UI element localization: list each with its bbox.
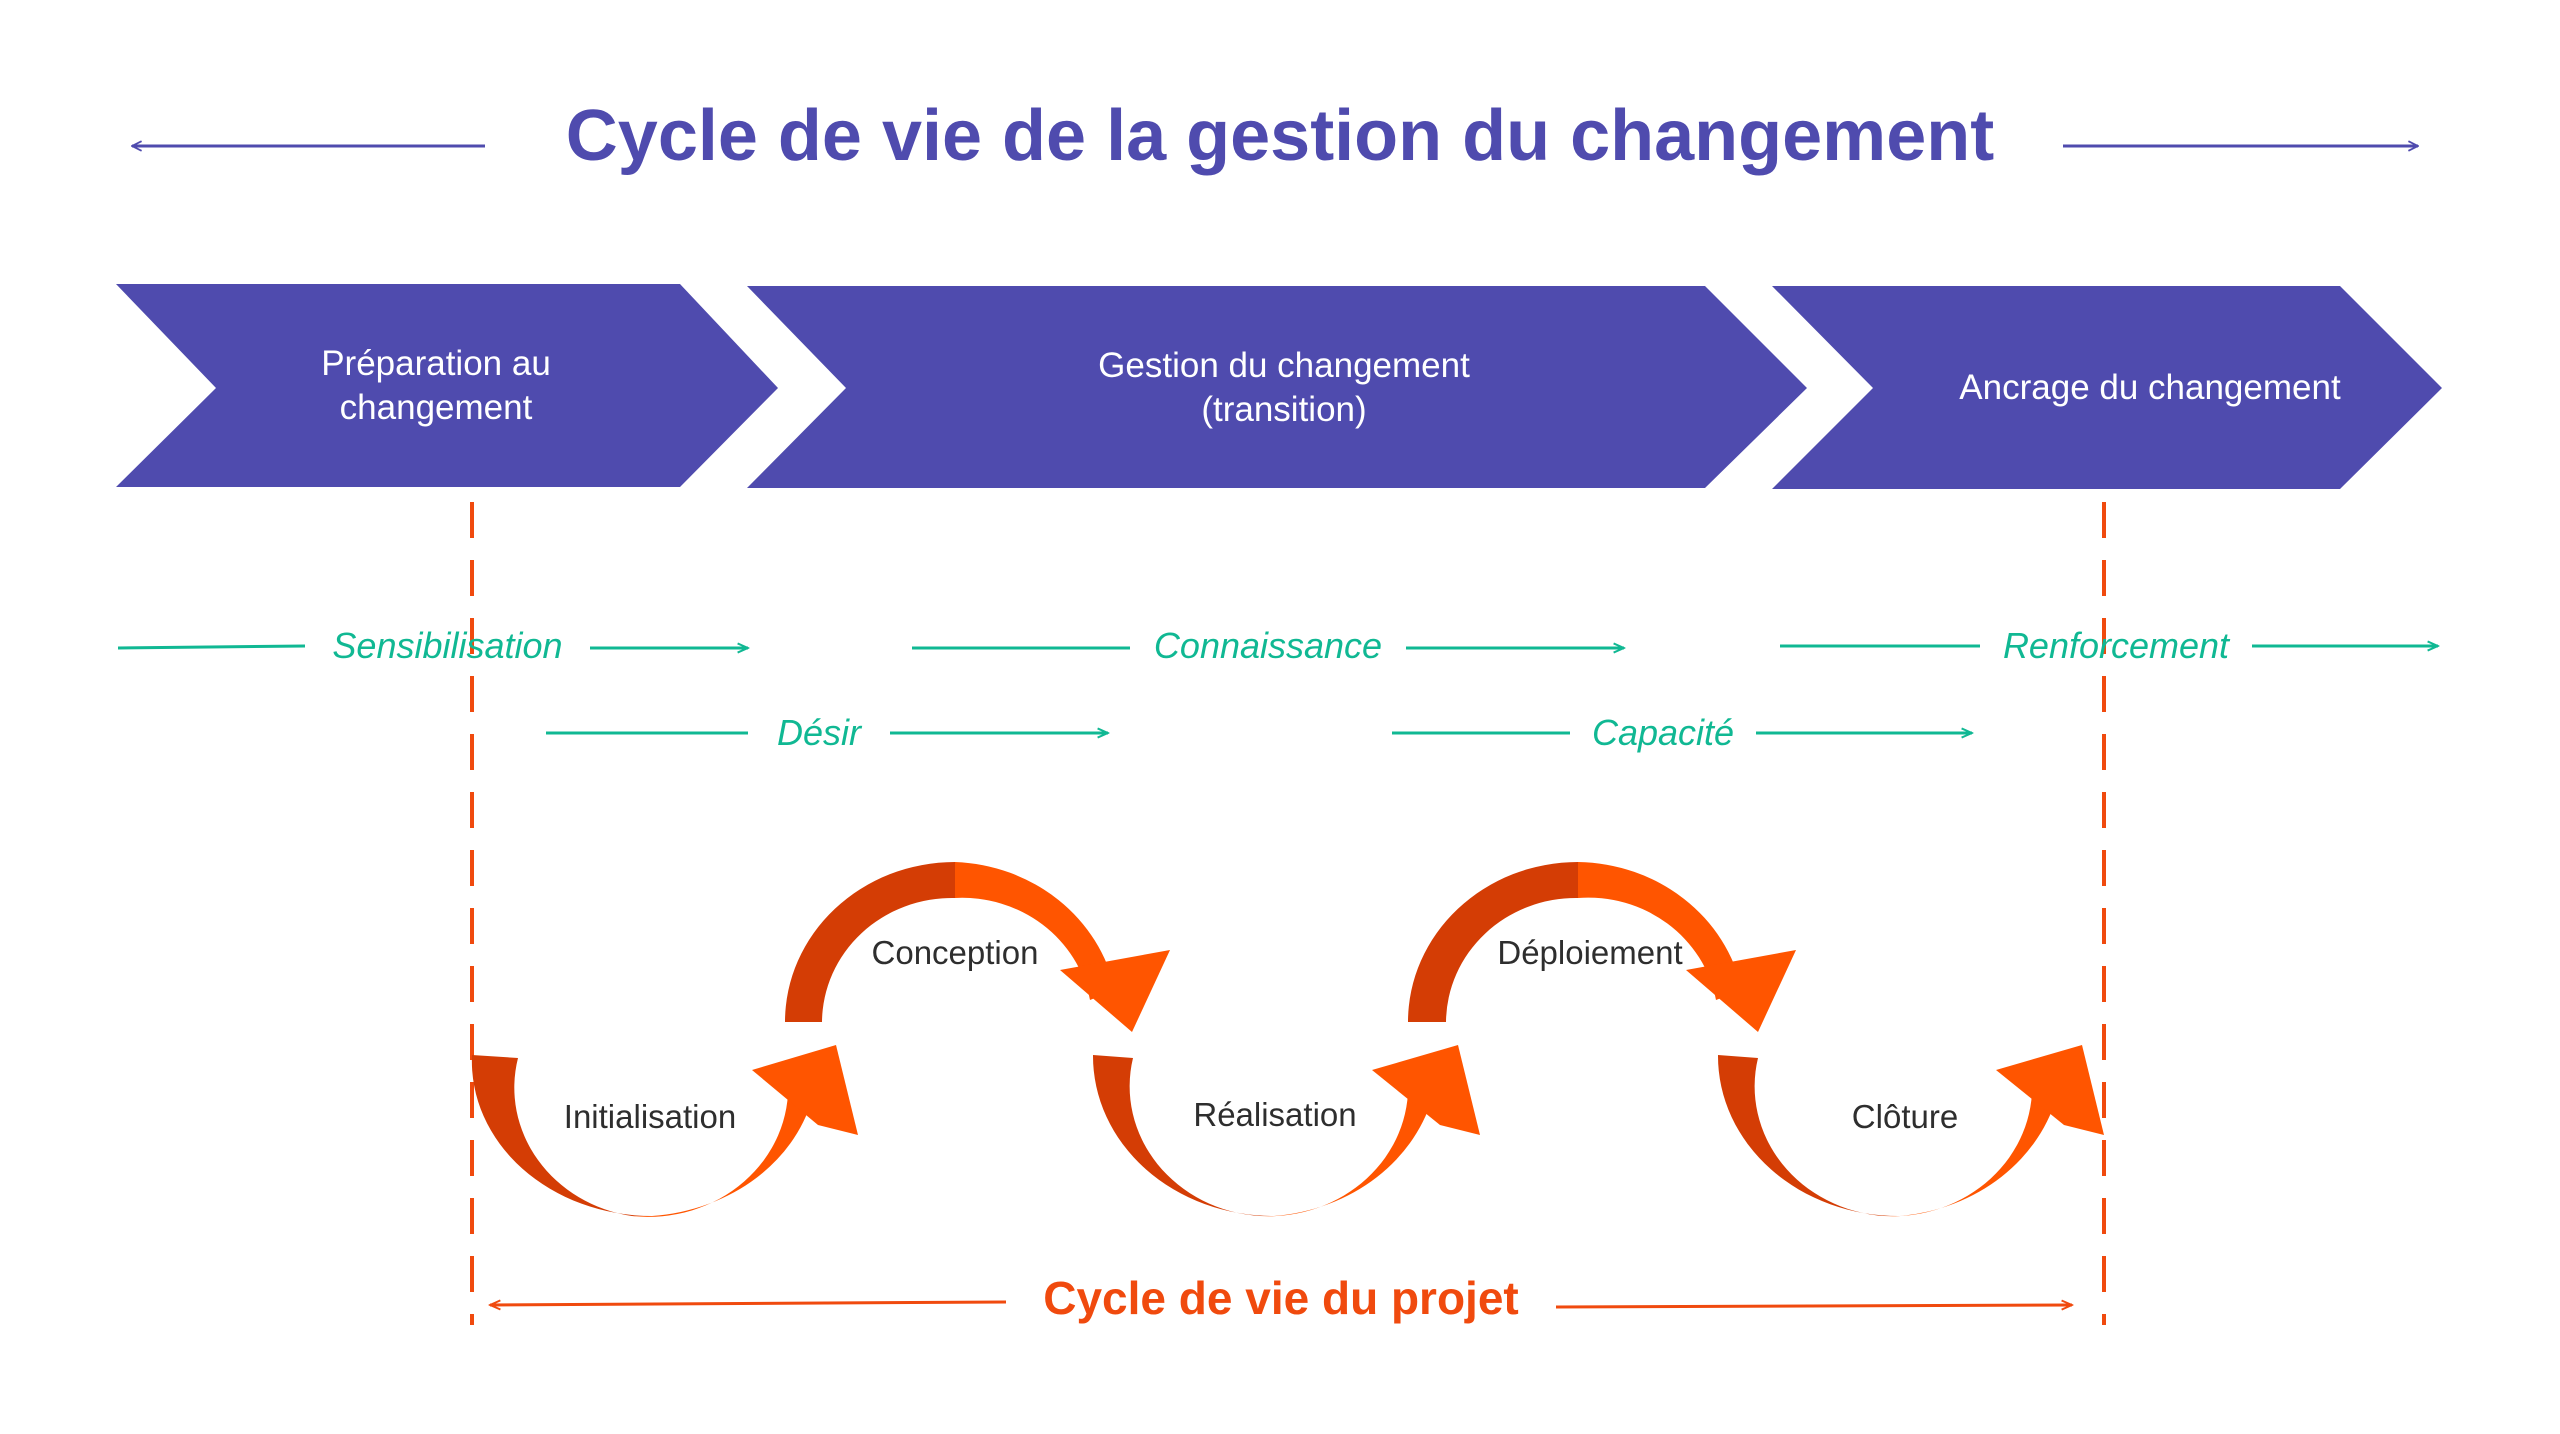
project-lifecycle-title: Cycle de vie du projet	[1043, 1272, 1519, 1324]
sensibilisation-line	[117, 644, 306, 650]
phase-chevron-preparation	[116, 284, 778, 487]
adkar-label-desir: Désir	[776, 712, 861, 753]
step-label-initialisation: Initialisation	[563, 1098, 737, 1135]
phase-chevron-transition	[747, 286, 1807, 488]
initialisation-curved-arrow-icon	[471, 1045, 858, 1217]
phase-label-preparation: Préparation au changement	[236, 342, 636, 430]
conception-curved-arrow-icon	[785, 862, 1170, 1032]
project-right-arrow-icon	[1555, 1305, 2072, 1307]
step-label-cloture: Clôture	[1851, 1098, 1959, 1135]
adkar-label-capacite: Capacité	[1591, 712, 1735, 753]
adkar-label-sensibilisation: Sensibilisation	[332, 625, 563, 666]
phase-label-transition: Gestion du changement (transition)	[1034, 344, 1534, 432]
step-label-conception: Conception	[871, 934, 1039, 971]
phase-label-ancrage: Ancrage du changement	[1900, 366, 2400, 410]
phase-label-ancrage-line1: Ancrage du changement	[1959, 368, 2341, 407]
deploiement-curved-arrow-icon	[1408, 862, 1796, 1032]
page-title: Cycle de vie de la gestion du changement	[565, 96, 1995, 176]
phase-chevron-ancrage	[1772, 286, 2442, 489]
adkar-label-renforcement: Renforcement	[2002, 625, 2230, 666]
cloture-curved-arrow-icon	[1717, 1045, 2104, 1217]
phase-label-preparation-line2: changement	[339, 388, 533, 427]
step-label-deploiement: Déploiement	[1497, 934, 1683, 971]
phase-label-preparation-line1: Préparation au	[321, 344, 551, 383]
adkar-label-connaissance: Connaissance	[1153, 625, 1383, 666]
realisation-curved-arrow-icon	[1092, 1045, 1480, 1217]
phase-label-transition-line1: Gestion du changement	[1098, 346, 1470, 385]
phase-label-transition-line2: (transition)	[1201, 390, 1367, 429]
project-left-arrow-icon	[490, 1302, 1007, 1305]
step-label-realisation: Réalisation	[1193, 1096, 1357, 1133]
